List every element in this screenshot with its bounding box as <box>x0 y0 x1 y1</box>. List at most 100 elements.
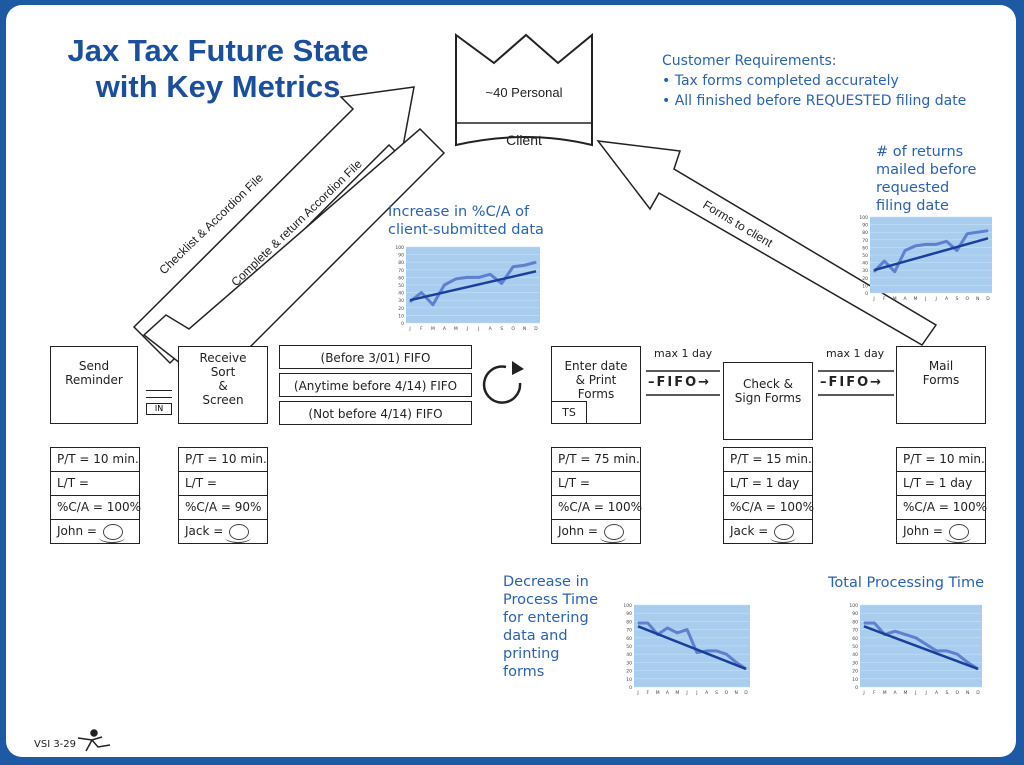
x-tick-label: J <box>914 690 916 696</box>
title-line-2: with Key Metrics <box>95 69 341 104</box>
data-point <box>915 637 917 639</box>
data-point <box>967 661 969 663</box>
data-point <box>873 622 875 624</box>
x-tick-label: J <box>935 296 937 302</box>
x-tick-label: F <box>647 690 650 696</box>
metric-label-accuracy: Increase in %C/A of client-submitted dat… <box>388 204 544 238</box>
process-mail-forms: Mail Forms <box>896 346 986 424</box>
y-tick-label: 20 <box>852 669 858 675</box>
y-tick-label: 40 <box>852 652 858 658</box>
y-tick-label: 40 <box>626 652 632 658</box>
x-tick-label: J <box>685 690 687 696</box>
y-tick-label: 40 <box>862 261 868 267</box>
x-tick-label: A <box>705 690 709 696</box>
process-label: Enter date & Print Forms <box>564 359 628 401</box>
data-row: P/T = 10 min. <box>51 448 139 472</box>
y-tick-label: 70 <box>398 268 404 274</box>
y-tick-label: 50 <box>398 283 404 289</box>
y-tick-label: 70 <box>862 238 868 244</box>
x-tick-label: A <box>489 326 493 332</box>
data-point <box>455 278 457 280</box>
page-title: Jax Tax Future State with Key Metrics <box>38 33 398 105</box>
data-box-mail: P/T = 10 min. L/T = 1 day %C/A = 100% Jo… <box>896 447 987 544</box>
y-tick-label: 20 <box>398 306 404 312</box>
pull-cycle-icon <box>482 365 522 404</box>
data-point <box>894 630 896 632</box>
x-tick-label: D <box>976 690 980 696</box>
data-point <box>686 629 688 631</box>
data-row: L/T = 1 day <box>897 472 985 496</box>
data-point <box>715 650 718 652</box>
trend-line <box>637 625 747 671</box>
data-box-enter-print: P/T = 75 min. L/T = %C/A = 100% John = <box>551 447 642 544</box>
y-tick-label: 80 <box>862 230 868 236</box>
y-tick-label: 60 <box>626 636 632 642</box>
y-tick-label: 70 <box>626 628 632 634</box>
trend-line <box>409 270 537 302</box>
y-tick-label: 80 <box>626 619 632 625</box>
fifo-lane: (Not before 4/14) FIFO <box>279 401 472 425</box>
x-tick-label: M <box>656 690 660 696</box>
x-tick-label: F <box>873 690 876 696</box>
trend-line <box>863 625 979 671</box>
data-row: L/T = <box>179 472 267 496</box>
data-point <box>501 282 503 285</box>
requirement-item: • Tax forms completed accurately <box>662 73 899 89</box>
x-tick-label: N <box>523 326 526 332</box>
inbox-icon: IN <box>146 390 172 415</box>
data-row: %C/A = 100% <box>724 496 814 520</box>
data-point <box>863 622 865 624</box>
operator-icon <box>98 523 125 543</box>
data-row: John = <box>897 520 985 543</box>
x-tick-label: J <box>636 690 638 696</box>
data-row: John = <box>552 520 640 543</box>
data-point <box>666 627 669 629</box>
x-tick-label: M <box>893 296 897 302</box>
x-tick-label: J <box>925 690 927 696</box>
data-point <box>946 650 948 652</box>
data-point <box>735 661 737 663</box>
y-tick-label: 60 <box>862 245 868 251</box>
data-row: John = <box>51 520 139 543</box>
data-row: L/T = <box>552 472 640 496</box>
operator-icon <box>225 523 252 543</box>
y-tick-label: 100 <box>859 215 868 221</box>
x-tick-label: A <box>945 296 949 302</box>
y-tick-label: 0 <box>855 685 858 691</box>
y-tick-label: 100 <box>623 603 632 609</box>
y-tick-label: 100 <box>395 245 404 251</box>
fifo-link-label: –FIFO→ <box>820 375 884 390</box>
data-point <box>956 653 958 655</box>
data-point <box>466 276 468 278</box>
data-point <box>535 261 537 263</box>
title-line-1: Jax Tax Future State <box>67 33 369 68</box>
x-tick-label: J <box>408 326 410 332</box>
x-tick-label: J <box>466 326 468 332</box>
y-tick-label: 30 <box>862 268 868 274</box>
y-tick-label: 10 <box>626 677 632 683</box>
data-row: L/T = <box>51 472 139 496</box>
data-point <box>432 304 434 306</box>
x-tick-label: D <box>744 690 748 696</box>
x-tick-label: F <box>883 296 886 302</box>
data-box-send-reminder: P/T = 10 min. L/T = %C/A = 100% John = <box>50 447 141 544</box>
data-point <box>409 301 411 303</box>
fifo-lane: (Anytime before 4/14) FIFO <box>279 373 472 397</box>
y-tick-label: 10 <box>862 283 868 289</box>
x-tick-label: A <box>894 690 898 696</box>
process-label: Send Reminder <box>65 359 123 387</box>
data-point <box>925 643 927 645</box>
data-point <box>935 243 937 245</box>
x-tick-label: J <box>477 326 479 332</box>
x-tick-label: O <box>965 296 969 302</box>
y-tick-label: 10 <box>398 313 404 319</box>
x-tick-label: A <box>666 690 670 696</box>
y-tick-label: 40 <box>398 291 404 297</box>
data-row: %C/A = 90% <box>179 496 267 520</box>
data-point <box>987 230 989 232</box>
ts-box: TS <box>552 401 587 424</box>
